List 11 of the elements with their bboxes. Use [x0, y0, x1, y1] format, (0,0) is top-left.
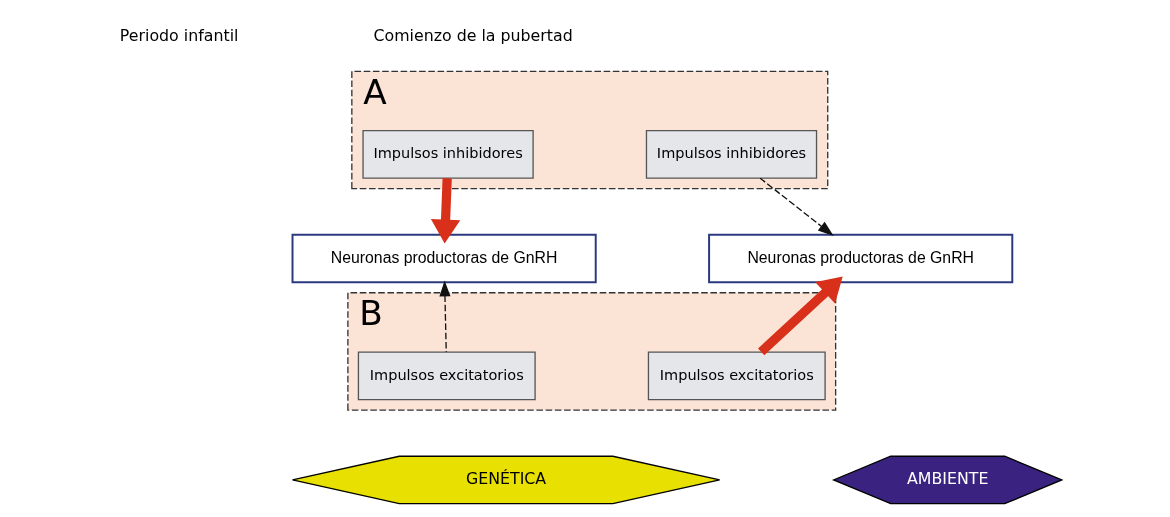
arrow [430, 178, 460, 244]
node-box: Impulsos inhibidores [645, 129, 817, 179]
node-box: Neuronas productoras de GnRH [291, 233, 597, 284]
arrow [438, 280, 450, 353]
node-box: Impulsos inhibidores [361, 129, 534, 179]
arrow [757, 276, 843, 356]
label: Periodo infantil [119, 26, 238, 46]
label: Comienzo de la pubertad [373, 26, 573, 46]
node-box: Impulsos excitatorios [357, 351, 536, 401]
node-box: Neuronas productoras de GnRH [707, 233, 1013, 284]
node-box: Impulsos excitatorios [647, 351, 826, 401]
